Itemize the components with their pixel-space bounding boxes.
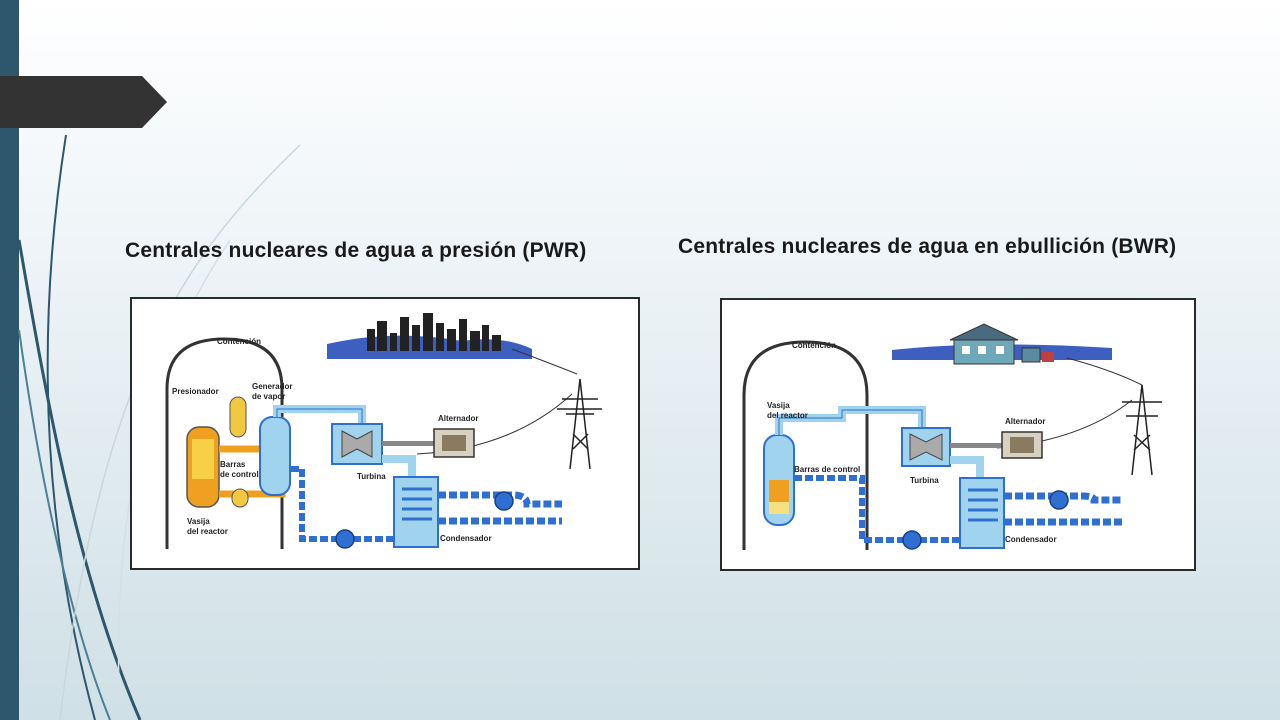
diagram-label: del reactor [767,411,808,420]
diagram-label: Condensador [1005,535,1057,544]
diagram-label: Barras [220,460,246,469]
title-tab [0,76,167,128]
diagram-label: del reactor [187,527,228,536]
bwr-title: Centrales nucleares de agua en ebullició… [678,235,1177,258]
pressurizer [229,396,247,438]
diagram-label: Alternador [438,414,478,423]
diagram-label: Turbina [910,476,939,485]
bwr-diagram: Contención Alternador Vasija del reactor… [720,298,1196,571]
diagram-label: Contención [792,341,836,350]
containment-dome [742,340,869,550]
diagram-label: Turbina [357,472,386,481]
diagram-label: Vasija [767,401,790,410]
diagram-label: Vasija [187,517,210,526]
diagram-label: Contención [217,337,261,346]
alternator [433,428,475,458]
containment-dome [165,337,284,549]
diagram-label: Barras de control [794,465,860,474]
city-skyline-icon [327,313,532,359]
pwr-title: Centrales nucleares de agua a presión (P… [125,239,587,262]
transmission-tower-icon [557,378,602,470]
diagram-label: Generador [252,382,292,391]
left-accent-bar [0,0,19,720]
house-icon [892,323,1112,365]
transmission-tower-icon [1122,384,1162,476]
diagram-label: Alternador [1005,417,1045,426]
diagram-label: Presionador [172,387,219,396]
diagram-label: de control [220,470,259,479]
diagram-label: Condensador [440,534,492,543]
steam-generator [259,416,291,496]
diagram-label: de vapor [252,392,285,401]
pwr-diagram: Contención Alternador Presi [130,297,640,570]
